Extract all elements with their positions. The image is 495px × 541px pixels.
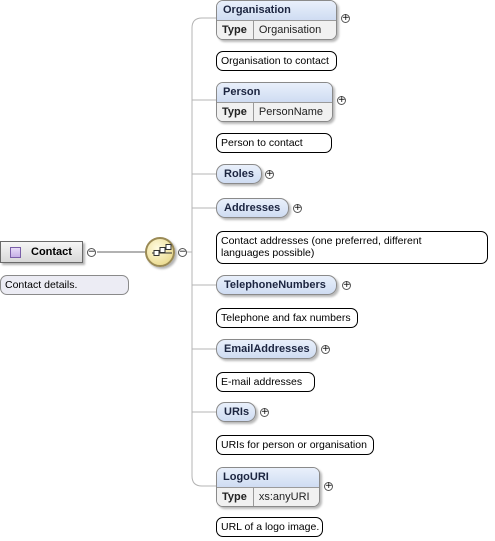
element-email-addresses[interactable]: EmailAddresses (216, 339, 317, 359)
element-documentation: Person to contact (216, 133, 332, 153)
element-documentation: URL of a logo image. (216, 517, 323, 537)
element-addresses[interactable]: Addresses (216, 198, 289, 218)
expand-icon[interactable]: + (341, 13, 350, 23)
type-key: Type (217, 21, 254, 39)
element-documentation: Telephone and fax numbers (216, 308, 358, 328)
root-documentation: Contact details. (0, 275, 129, 295)
element-logo-uri[interactable]: LogoURI Type xs:anyURI (216, 467, 320, 507)
element-documentation: E-mail addresses (216, 372, 315, 392)
root-element-contact[interactable]: Contact (0, 241, 83, 263)
type-row: Type Organisation (217, 20, 336, 39)
type-key: Type (217, 488, 254, 506)
doc-line: languages possible) (221, 247, 315, 259)
element-documentation: Contact addresses (one preferred, differ… (216, 231, 488, 264)
element-uris[interactable]: URIs (216, 402, 256, 422)
element-name: Person (217, 83, 332, 102)
type-value: xs:anyURI (258, 491, 310, 503)
complex-element-icon (10, 247, 21, 258)
expand-icon[interactable]: + (321, 344, 330, 354)
type-key: Type (217, 103, 254, 121)
element-telephone-numbers[interactable]: TelephoneNumbers (216, 275, 337, 295)
type-value: PersonName (258, 106, 324, 118)
expand-icon[interactable]: + (293, 203, 302, 213)
expand-icon[interactable]: + (337, 95, 346, 105)
element-roles[interactable]: Roles (216, 164, 262, 184)
expand-icon[interactable]: + (265, 169, 274, 179)
sequence-icon (152, 244, 172, 256)
type-row: Type PersonName (217, 102, 332, 121)
element-organisation[interactable]: Organisation Type Organisation (216, 0, 337, 40)
element-documentation: Organisation to contact (216, 51, 337, 71)
element-documentation: URIs for person or organisation (216, 435, 374, 455)
expand-icon[interactable]: + (260, 407, 269, 417)
element-name: Organisation (217, 1, 336, 20)
collapse-icon[interactable]: − (87, 247, 96, 257)
element-name: LogoURI (217, 468, 319, 487)
element-person[interactable]: Person Type PersonName (216, 82, 333, 122)
expand-icon[interactable]: + (342, 280, 351, 290)
type-value: Organisation (258, 24, 322, 36)
sequence-compositor[interactable] (145, 237, 175, 267)
doc-line: Contact addresses (one preferred, differ… (221, 235, 422, 247)
collapse-icon[interactable]: − (178, 247, 187, 257)
type-row: Type xs:anyURI (217, 487, 319, 506)
root-element-label: Contact (31, 246, 72, 258)
expand-icon[interactable]: + (324, 481, 333, 491)
